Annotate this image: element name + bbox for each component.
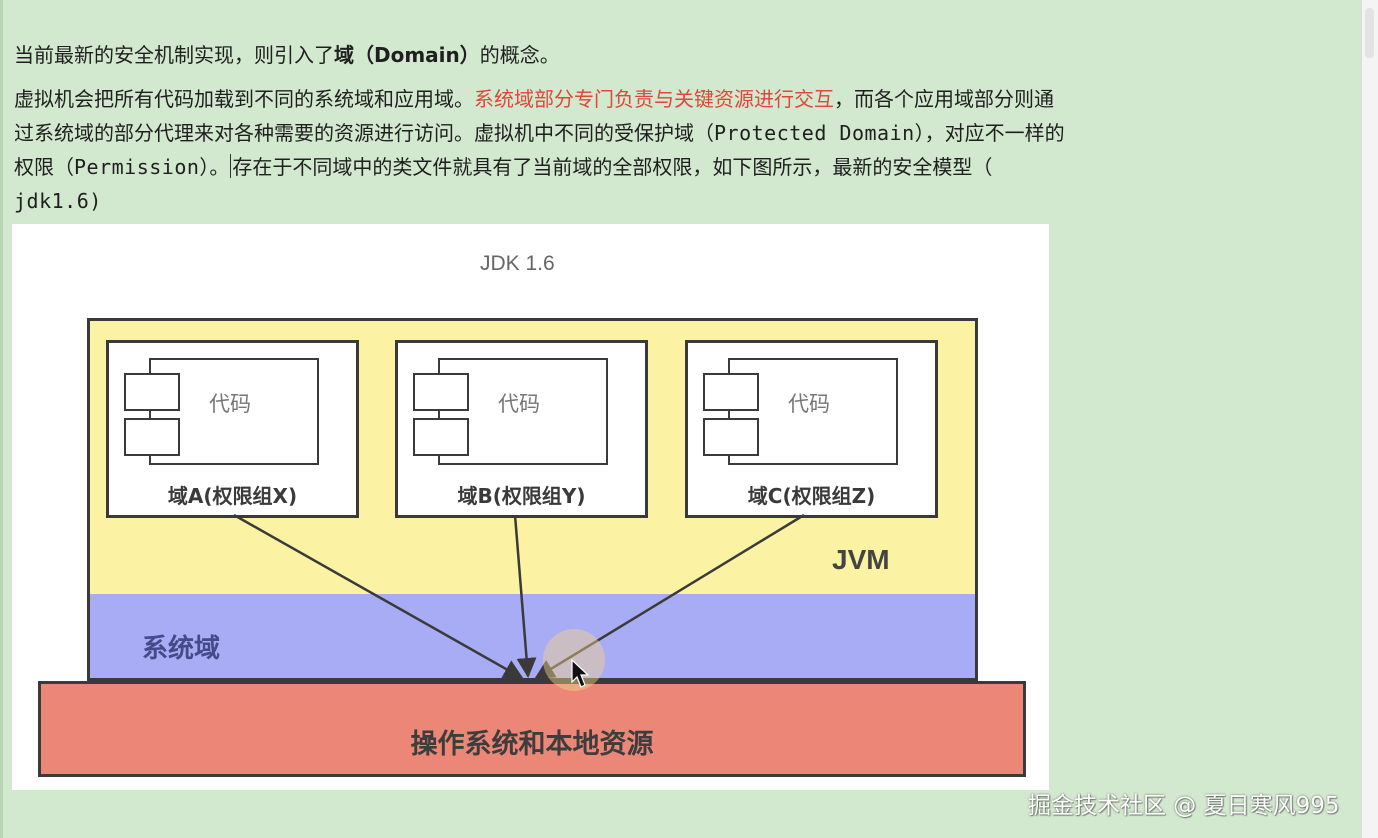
p2-line4-mono: jdk1.6 [14, 189, 90, 213]
jdk-security-diagram: JDK 1.6 代码 域A(权限组X) 代码 域B(权限组Y) 代码 域C(权限… [12, 224, 1049, 790]
domain-label: 域B(权限组Y) [457, 484, 586, 508]
p2-line3-pre: 权限（ [14, 155, 74, 179]
p2-line3-mid: ）。 [199, 155, 230, 179]
p2-line1-plain: 虚拟机会把所有代码加载到不同的系统域和应用域。 [14, 87, 474, 111]
arrow-domain-a [233, 513, 524, 680]
p1-text-before: 当前最新的安全机制实现，则引入了 [14, 43, 334, 67]
paragraph-1: 当前最新的安全机制实现，则引入了域（Domain）的概念。 [14, 38, 560, 72]
p2-line-4: jdk1.6) [14, 184, 1354, 218]
arrow-domain-b [513, 514, 537, 678]
p2-line2-mono: Protected Domain [714, 121, 915, 145]
code-label: 代码 [788, 392, 830, 416]
p2-line1-red: 系统域部分专门负责与关键资源进行交互 [474, 87, 834, 111]
p2-line4-post: ) [89, 189, 102, 213]
component-tab-bottom [703, 418, 759, 456]
component-tab-bottom [413, 418, 469, 456]
domain-b: 代码 域B(权限组Y) [395, 340, 648, 518]
left-rule [0, 0, 3, 838]
p2-line1-tail: ，而各个应用域部分则通 [834, 87, 1054, 111]
p1-text-after: 的概念。 [479, 43, 560, 67]
arrow-layer [233, 513, 805, 691]
code-label: 代码 [209, 392, 251, 416]
jvm-label: JVM [832, 544, 890, 575]
os-native-resources-label: 操作系统和本地资源 [410, 729, 654, 760]
domain-a: 代码 域A(权限组X) [106, 340, 359, 518]
p2-line2-pre: 过系统域的部分代理来对各种需要的资源进行访问。虚拟机中不同的受保护域（ [14, 121, 714, 145]
p2-line3-post: 存在于不同域中的类文件就具有了当前域的全部权限，如下图所示，最新的安全模型（ [232, 155, 993, 179]
arrow-domain-c [534, 513, 805, 680]
text-caret [230, 154, 232, 178]
os-native-resources-box [38, 681, 1026, 777]
p2-line-2: 过系统域的部分代理来对各种需要的资源进行访问。虚拟机中不同的受保护域（Prote… [14, 116, 1354, 150]
system-domain-label: 系统域 [142, 634, 221, 664]
click-highlight [543, 629, 605, 691]
mouse-cursor-icon [571, 658, 590, 688]
component-tab-top [703, 373, 759, 411]
vertical-scrollbar[interactable] [1361, 0, 1378, 838]
code-label: 代码 [498, 392, 540, 416]
scrollbar-thumb[interactable] [1365, 8, 1374, 58]
watermark: 掘金技术社区 @ 夏日寒风995 [1028, 793, 1340, 819]
p2-line-1: 虚拟机会把所有代码加载到不同的系统域和应用域。系统域部分专门负责与关键资源进行交… [14, 82, 1354, 116]
component-tab-top [124, 373, 180, 411]
paragraph-2: 虚拟机会把所有代码加载到不同的系统域和应用域。系统域部分专门负责与关键资源进行交… [14, 82, 1354, 218]
component-tab-top [413, 373, 469, 411]
p1-bold-domain: 域（Domain） [334, 43, 480, 67]
p2-line-3: 权限（Permission）。存在于不同域中的类文件就具有了当前域的全部权限，如… [14, 150, 1354, 184]
domain-label: 域A(权限组X) [167, 484, 298, 508]
domain-c: 代码 域C(权限组Z) [685, 340, 938, 518]
domain-label: 域C(权限组Z) [747, 484, 876, 508]
diagram-title: JDK 1.6 [480, 252, 555, 275]
component-tab-bottom [124, 418, 180, 456]
p2-line3-mono: Permission [74, 155, 200, 179]
p2-line2-post: ），对应不一样的 [914, 121, 1065, 145]
